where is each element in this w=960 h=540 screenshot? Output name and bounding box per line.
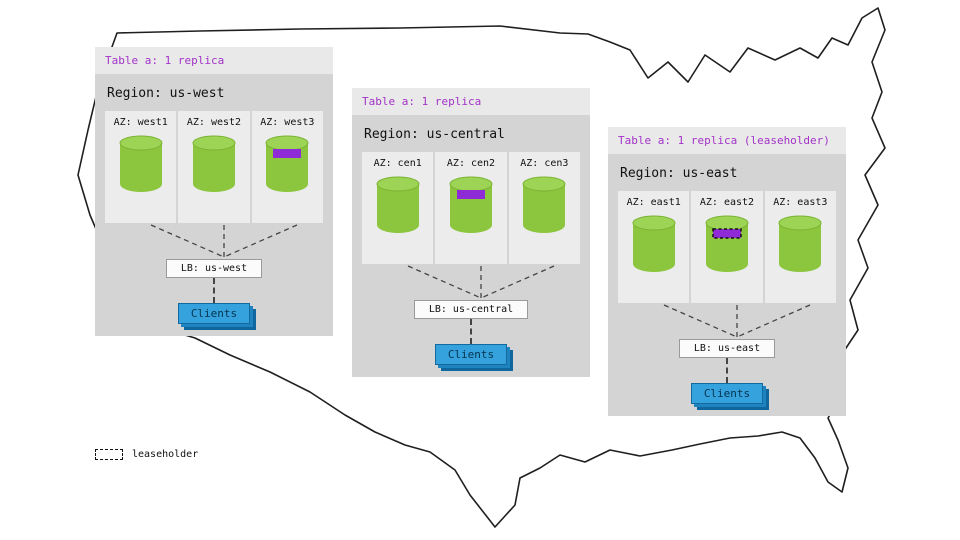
clients-box: Clients	[177, 303, 251, 324]
replica-cylinder-icon	[119, 135, 163, 192]
replica-cylinder-icon	[522, 176, 566, 233]
replica-band	[273, 149, 302, 158]
load-balancer-box: LB: us-east	[678, 339, 776, 358]
az-cell: AZ: east1	[618, 191, 690, 303]
az-label: AZ: cen2	[446, 158, 496, 169]
az-label: AZ: east2	[699, 197, 755, 208]
replica-cylinder-icon	[376, 176, 420, 233]
az-cell: AZ: cen1	[362, 152, 434, 264]
replica-cylinder-icon	[265, 135, 309, 192]
us-map-path	[77, 7, 886, 528]
table-replica-header: Table a: 1 replica (leaseholder)	[608, 127, 846, 154]
az-to-lb-connectors	[407, 265, 555, 299]
region-title: Region: us-east	[620, 166, 738, 181]
az-label: AZ: east3	[773, 197, 828, 208]
az-label: AZ: east1	[626, 197, 681, 208]
az-to-lb-connectors	[663, 304, 811, 338]
table-replica-label: Table a: 1 replica	[105, 54, 225, 67]
az-label: AZ: west1	[113, 117, 168, 128]
az-cell: AZ: west3	[251, 111, 323, 223]
az-cell: AZ: east3	[764, 191, 836, 303]
az-label: AZ: west2	[186, 117, 242, 128]
az-cell: AZ: west1	[105, 111, 177, 223]
replica-cylinder-icon	[449, 176, 493, 233]
region-panel-us-west: Table a: 1 replica Region: us-west AZ: w…	[95, 47, 333, 336]
region-body: Region: us-west AZ: west1 AZ: west2	[95, 74, 333, 336]
region-body: Region: us-east AZ: east1 AZ: east2	[608, 154, 846, 416]
replica-cylinder-icon	[632, 215, 676, 272]
legend: leaseholder	[95, 449, 198, 460]
clients-box: Clients	[434, 344, 508, 365]
region-panel-us-central: Table a: 1 replica Region: us-central AZ…	[352, 88, 590, 377]
load-balancer-box: LB: us-central	[413, 300, 529, 319]
lb-to-clients-connector	[213, 278, 215, 303]
az-label: AZ: cen1	[373, 158, 422, 169]
region-panel-us-east: Table a: 1 replica (leaseholder) Region:…	[608, 127, 846, 416]
az-cell: AZ: cen3	[508, 152, 580, 264]
replica-cylinder-icon	[705, 215, 749, 272]
load-balancer-box: LB: us-west	[165, 259, 263, 278]
az-cell: AZ: east2	[691, 191, 763, 303]
region-body: Region: us-central AZ: cen1 AZ: cen2	[352, 115, 590, 377]
table-replica-header: Table a: 1 replica	[352, 88, 590, 115]
replica-cylinder-icon	[778, 215, 822, 272]
leaseholder-legend-swatch-icon	[95, 449, 123, 460]
replica-band	[456, 190, 485, 199]
table-replica-label: Table a: 1 replica (leaseholder)	[618, 134, 830, 147]
az-label: AZ: cen3	[520, 158, 569, 169]
az-label: AZ: west3	[260, 117, 315, 128]
az-cell: AZ: west2	[178, 111, 250, 223]
az-row: AZ: west1 AZ: west2 AZ: west3	[105, 111, 323, 223]
az-row: AZ: cen1 AZ: cen2 AZ: cen3	[362, 152, 580, 264]
legend-label: leaseholder	[132, 449, 199, 460]
clients-box: Clients	[690, 383, 764, 404]
table-replica-label: Table a: 1 replica	[362, 95, 482, 108]
table-replica-header: Table a: 1 replica	[95, 47, 333, 74]
az-cell: AZ: cen2	[435, 152, 507, 264]
leaseholder-band	[712, 228, 742, 239]
region-title: Region: us-central	[364, 127, 505, 142]
region-title: Region: us-west	[107, 86, 225, 101]
az-to-lb-connectors	[150, 224, 298, 258]
lb-to-clients-connector	[726, 358, 728, 383]
az-row: AZ: east1 AZ: east2 AZ: east3	[618, 191, 836, 303]
replica-cylinder-icon	[192, 135, 236, 192]
lb-to-clients-connector	[470, 319, 472, 344]
